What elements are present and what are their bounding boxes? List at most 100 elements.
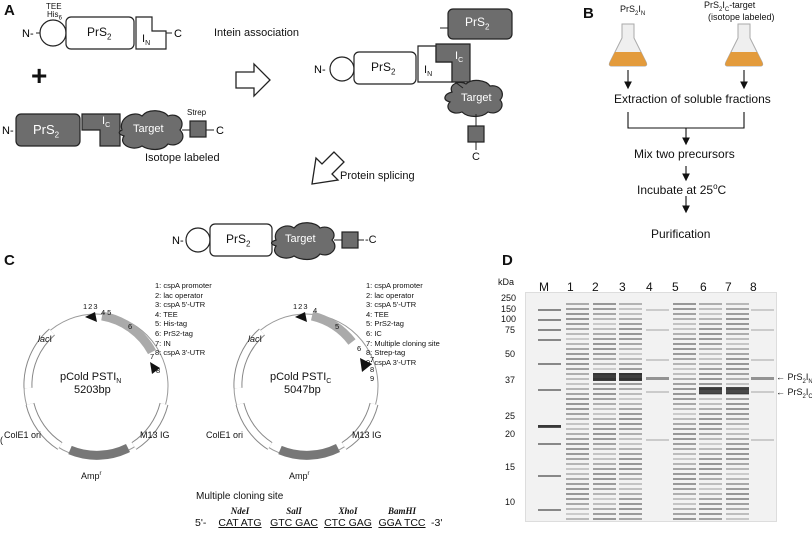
gel-band bbox=[593, 448, 616, 450]
gel-band bbox=[619, 468, 642, 470]
gel-band bbox=[673, 423, 696, 425]
gel-band bbox=[619, 448, 642, 450]
plasmid1-mark-45: 45 bbox=[101, 308, 114, 317]
gel-band bbox=[566, 313, 589, 315]
plasmid1-marks: 123 bbox=[83, 302, 99, 311]
gel-band bbox=[646, 377, 669, 380]
gel-band bbox=[699, 408, 722, 410]
c-terminus-complex: C bbox=[472, 151, 480, 163]
protein-splicing-label: Protein splicing bbox=[340, 170, 415, 182]
gel-band bbox=[619, 383, 642, 385]
gel-band bbox=[646, 391, 669, 393]
gel-band bbox=[538, 389, 561, 391]
panel-b-flowchart bbox=[608, 23, 764, 214]
gel-band bbox=[726, 428, 749, 430]
gel-band bbox=[593, 318, 616, 320]
prs2-text-complex: PrS2 bbox=[371, 60, 396, 77]
gel-band bbox=[673, 333, 696, 335]
gel-band bbox=[699, 478, 722, 480]
gel-band bbox=[726, 478, 749, 480]
gel-band bbox=[593, 348, 616, 350]
gel-band bbox=[566, 308, 589, 310]
gel-band bbox=[566, 508, 589, 510]
gel-band bbox=[673, 458, 696, 460]
gel-band bbox=[699, 383, 722, 385]
svg-text:C: C bbox=[216, 125, 224, 137]
gel-band bbox=[566, 333, 589, 335]
gel-band bbox=[593, 343, 616, 345]
gel-band bbox=[619, 423, 642, 425]
gel-band bbox=[619, 328, 642, 330]
target-text-product: Target bbox=[285, 233, 316, 245]
tee-label: TEE bbox=[46, 2, 62, 11]
gel-band bbox=[673, 363, 696, 365]
gel-band bbox=[699, 458, 722, 460]
gel-band bbox=[593, 303, 616, 305]
ic-box bbox=[81, 113, 121, 147]
gel-band bbox=[726, 503, 749, 505]
gel-band bbox=[673, 313, 696, 315]
gel-band bbox=[673, 418, 696, 420]
gel-band bbox=[699, 438, 722, 440]
legend2-item: 4: TEE bbox=[366, 309, 389, 319]
prs2-text-top: PrS2 bbox=[87, 25, 112, 42]
plasmid2-name: pCold PSTIC bbox=[270, 371, 332, 386]
lane-label: 6 bbox=[700, 280, 707, 294]
gel-band bbox=[673, 478, 696, 480]
gel-band bbox=[673, 413, 696, 415]
gel-band bbox=[593, 488, 616, 490]
gel-band bbox=[566, 303, 589, 305]
gel-band bbox=[673, 498, 696, 500]
flow-arrows bbox=[624, 70, 748, 214]
mcs-prefix: 5'- bbox=[195, 517, 207, 529]
gel-band bbox=[566, 478, 589, 480]
legend2-item: 7: Multiple cloning site bbox=[366, 338, 440, 348]
marker-label: 50 bbox=[505, 349, 516, 359]
gel-band bbox=[673, 433, 696, 435]
gel-band bbox=[619, 428, 642, 430]
gel-band bbox=[673, 488, 696, 490]
gel-band bbox=[538, 443, 561, 445]
gel-band bbox=[566, 458, 589, 460]
gel-band bbox=[619, 388, 642, 390]
gel-band bbox=[726, 498, 749, 500]
flask-prs2-ic-target bbox=[724, 23, 764, 67]
gel-band bbox=[619, 443, 642, 445]
gel-band bbox=[699, 423, 722, 425]
gel-band bbox=[646, 329, 669, 331]
flask2-label: PrS2IC-target bbox=[704, 0, 756, 13]
gel-band bbox=[726, 348, 749, 350]
association-arrow bbox=[235, 62, 271, 98]
prs2-in-construct: N- C bbox=[22, 16, 182, 50]
lane-label: 8 bbox=[750, 280, 757, 294]
gel-band bbox=[593, 408, 616, 410]
gel-band bbox=[538, 309, 561, 311]
gel-band bbox=[619, 313, 642, 315]
gel-band bbox=[699, 368, 722, 370]
marker-label: 150 bbox=[501, 304, 517, 314]
marker-label: 20 bbox=[505, 429, 516, 439]
gel-band bbox=[699, 413, 722, 415]
gel-band bbox=[751, 359, 774, 361]
gel-band bbox=[593, 373, 616, 381]
gel-band bbox=[673, 388, 696, 390]
gel-band bbox=[566, 488, 589, 490]
legend2-item: 6: IC bbox=[366, 328, 382, 338]
gel-band bbox=[726, 403, 749, 405]
gel-band bbox=[673, 453, 696, 455]
prs2-text-dark: PrS2 bbox=[33, 122, 60, 140]
gel-band bbox=[726, 368, 749, 370]
his6-label: His6 bbox=[47, 10, 62, 22]
gel-band bbox=[593, 413, 616, 415]
gel-band bbox=[566, 473, 589, 475]
gel-band bbox=[566, 358, 589, 360]
gel-band bbox=[726, 393, 749, 395]
target-text: Target bbox=[133, 123, 164, 135]
gel-band bbox=[726, 448, 749, 450]
plasmid2-mark-5: 5 bbox=[335, 322, 340, 331]
gel-band bbox=[726, 308, 749, 310]
gel-band bbox=[619, 398, 642, 400]
gel-band bbox=[566, 503, 589, 505]
gel-band bbox=[619, 353, 642, 355]
